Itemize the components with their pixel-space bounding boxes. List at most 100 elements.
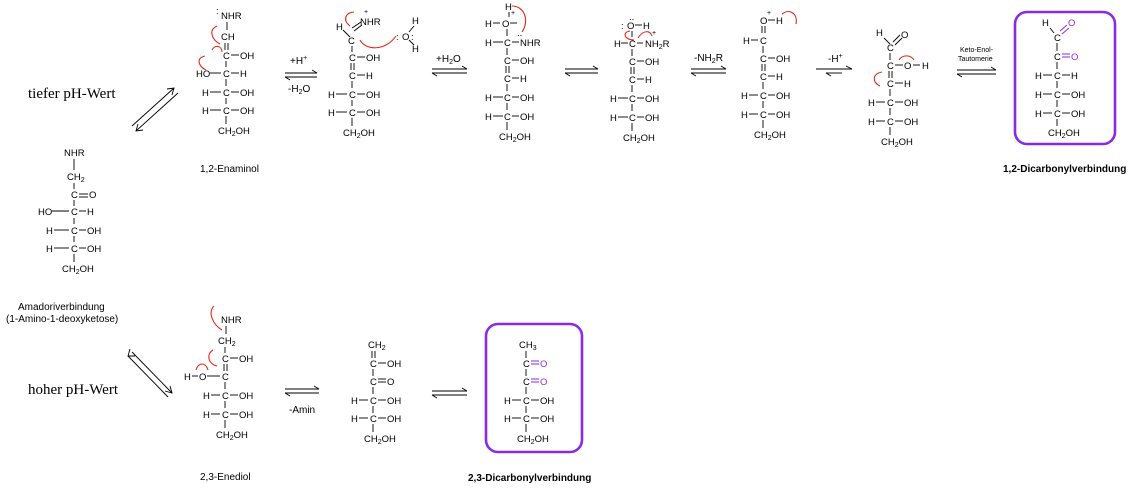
svg-text:OH: OH bbox=[776, 110, 790, 121]
svg-text:OH: OH bbox=[387, 396, 401, 407]
svg-text:H: H bbox=[645, 75, 652, 86]
svg-text:OH: OH bbox=[387, 359, 401, 370]
svg-text:C: C bbox=[523, 414, 530, 425]
svg-text:OH: OH bbox=[240, 106, 254, 117]
svg-text:CH2OH: CH2OH bbox=[754, 130, 786, 142]
svg-text:H: H bbox=[203, 391, 210, 402]
curved-arrow bbox=[359, 35, 397, 49]
svg-text:OH: OH bbox=[904, 98, 918, 109]
svg-text:H: H bbox=[87, 207, 94, 218]
svg-text:O: O bbox=[502, 19, 509, 30]
curved-arrow bbox=[637, 31, 653, 39]
dicarbonyl-23-structure: CH3 C O C O H C OH H C OH CH2OH bbox=[504, 340, 554, 446]
svg-text:C: C bbox=[629, 113, 636, 124]
svg-text:C: C bbox=[370, 414, 377, 425]
svg-text:O: O bbox=[1068, 18, 1075, 29]
svg-text:C: C bbox=[349, 90, 356, 101]
svg-text:+: + bbox=[511, 10, 515, 17]
svg-text:..: .. bbox=[629, 12, 634, 23]
svg-text:+H2O: +H2O bbox=[436, 54, 461, 66]
svg-text:H: H bbox=[741, 110, 748, 121]
svg-text:H: H bbox=[184, 372, 191, 383]
svg-text:H: H bbox=[485, 112, 492, 123]
svg-text:O: O bbox=[901, 30, 908, 41]
svg-text:C: C bbox=[887, 98, 894, 109]
svg-text:..: .. bbox=[517, 28, 522, 39]
dicarbonyl-12-structure: H C O C O H C H H C OH H C OH CH2OH bbox=[1035, 18, 1085, 140]
svg-text:OH: OH bbox=[240, 88, 254, 99]
svg-text:H: H bbox=[520, 74, 527, 85]
curved-arrow bbox=[195, 363, 209, 371]
svg-text:O: O bbox=[1071, 52, 1078, 63]
svg-text:NHR: NHR bbox=[64, 148, 85, 159]
svg-text:OH: OH bbox=[366, 108, 380, 119]
svg-text:C: C bbox=[629, 75, 636, 86]
svg-text:CH2OH: CH2OH bbox=[364, 434, 396, 446]
svg-text:C: C bbox=[349, 108, 356, 119]
svg-text:OH: OH bbox=[645, 57, 659, 68]
equilibrium-arrow-deprotonation: -H+ bbox=[816, 53, 853, 77]
svg-text:O: O bbox=[904, 61, 911, 72]
oxonium-structure: + O H H C C OH C H H C OH H C OH CH2OH bbox=[741, 10, 797, 142]
svg-text:H: H bbox=[1035, 90, 1042, 101]
equilibrium-arrow-to-enaminol bbox=[131, 87, 179, 132]
svg-text:O: O bbox=[199, 372, 206, 383]
curved-arrow bbox=[198, 55, 207, 71]
svg-text:H: H bbox=[1071, 71, 1078, 82]
svg-text:C: C bbox=[504, 56, 511, 67]
svg-text:H: H bbox=[1042, 18, 1049, 29]
svg-text:C: C bbox=[629, 57, 636, 68]
svg-text:H: H bbox=[351, 414, 358, 425]
protonated-amine-structure: .. : O H H C + NH2R C OH C H H C OH H C … bbox=[610, 12, 670, 145]
svg-text:O: O bbox=[540, 359, 547, 370]
svg-text:CH2: CH2 bbox=[368, 340, 386, 352]
svg-text:OH: OH bbox=[645, 94, 659, 105]
svg-text:OH: OH bbox=[87, 244, 101, 255]
svg-text:C: C bbox=[71, 190, 78, 201]
svg-text:OH: OH bbox=[776, 91, 790, 102]
svg-text:OH: OH bbox=[776, 54, 790, 65]
svg-text:+: + bbox=[364, 9, 368, 16]
curved-arrow bbox=[210, 305, 223, 331]
svg-text:O: O bbox=[540, 377, 547, 388]
equilibrium-arrow-hydration: +H2O bbox=[431, 54, 468, 77]
iminium-structure: + NHR H C C OH C H H C OH H C OH CH2OH :… bbox=[328, 9, 419, 140]
svg-text:OH: OH bbox=[239, 391, 253, 402]
svg-text:OH: OH bbox=[520, 56, 534, 67]
svg-text:H: H bbox=[614, 39, 621, 50]
equilibrium-arrow-amine-elimination: -Amin bbox=[284, 385, 320, 416]
svg-text:CH2OH: CH2OH bbox=[881, 137, 913, 149]
svg-text:C: C bbox=[1054, 52, 1061, 63]
equilibrium-arrow-amine-loss: -NH2R bbox=[690, 53, 727, 77]
svg-text:H: H bbox=[922, 61, 929, 72]
svg-text:C: C bbox=[629, 39, 636, 50]
svg-text:OH: OH bbox=[366, 53, 380, 64]
svg-text:H: H bbox=[743, 36, 750, 47]
svg-text:H: H bbox=[336, 22, 343, 33]
svg-text:C: C bbox=[222, 391, 229, 402]
svg-text:O: O bbox=[387, 377, 394, 388]
svg-text:H: H bbox=[610, 113, 617, 124]
svg-text:H: H bbox=[610, 94, 617, 105]
svg-text:H: H bbox=[1035, 71, 1042, 82]
svg-text:C: C bbox=[348, 36, 355, 47]
enaminol-label: 1,2-Enaminol bbox=[200, 164, 259, 175]
svg-text:C: C bbox=[504, 93, 511, 104]
svg-text:C: C bbox=[222, 410, 229, 421]
equilibrium-arrow-tautomerism: Keto-Enol- Tautomerie bbox=[956, 47, 997, 78]
svg-text:CH2: CH2 bbox=[67, 172, 85, 184]
svg-text:C: C bbox=[523, 359, 530, 370]
svg-text:C: C bbox=[1054, 33, 1061, 44]
svg-text:NHR: NHR bbox=[221, 11, 242, 22]
svg-text:C: C bbox=[222, 354, 229, 365]
svg-text:C: C bbox=[223, 69, 230, 80]
svg-text:OH: OH bbox=[87, 226, 101, 237]
enol-ketone-structure: CH2 C OH C O H C OH H C OH CH2OH bbox=[351, 340, 401, 446]
equilibrium-arrow-proton-transfer bbox=[564, 65, 599, 77]
svg-text:CH2: CH2 bbox=[218, 336, 236, 348]
svg-text:C: C bbox=[504, 38, 511, 49]
svg-text:CH2OH: CH2OH bbox=[343, 128, 375, 140]
svg-text:H: H bbox=[868, 117, 875, 128]
svg-text:C: C bbox=[629, 94, 636, 105]
svg-text:+: + bbox=[767, 10, 771, 17]
